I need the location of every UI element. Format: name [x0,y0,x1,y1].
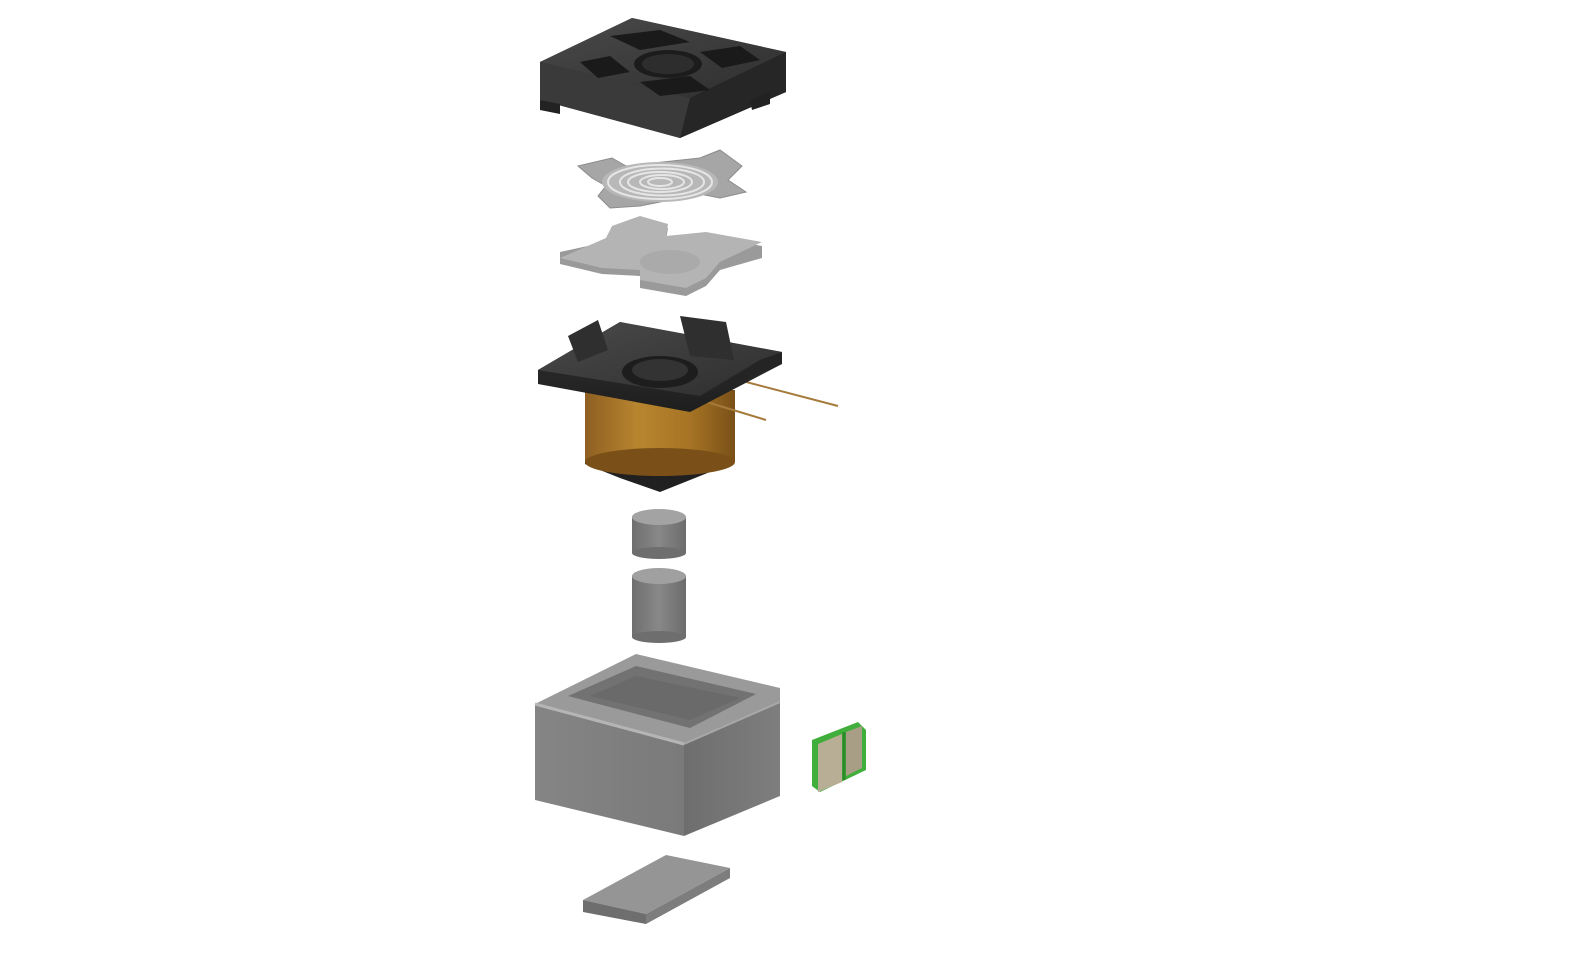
bottom-plate [583,855,730,924]
short-cylinder [632,509,686,559]
cross-plate [560,216,762,296]
top-cover [540,18,786,138]
coil-bobbin [538,316,839,492]
tall-cylinder [632,568,686,643]
housing [534,654,781,836]
spiral-spring [576,149,748,209]
side-contact [812,722,866,792]
